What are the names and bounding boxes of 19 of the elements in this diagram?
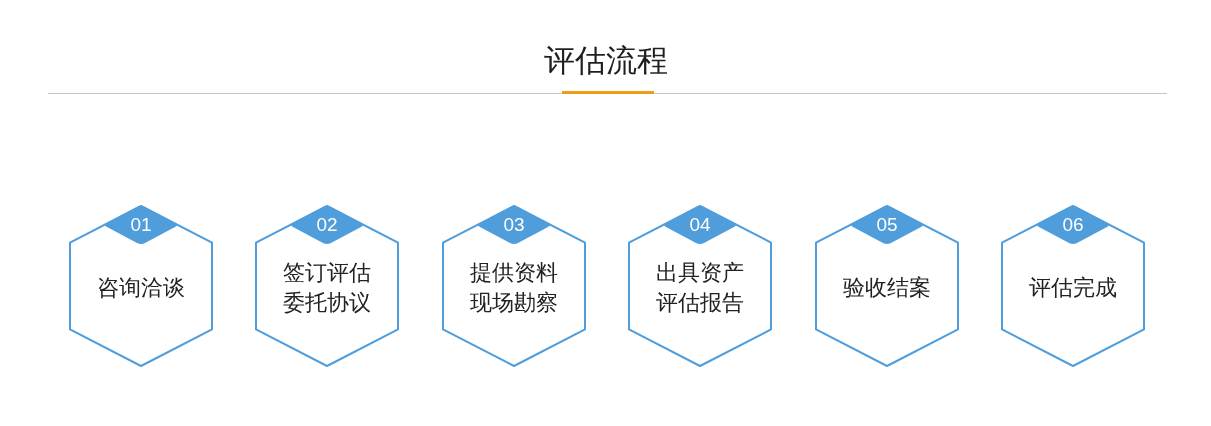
hexagon-step <box>442 205 586 367</box>
step-label: 咨询洽谈 <box>97 274 185 302</box>
step-label: 签订评估委托协议 <box>282 259 372 317</box>
step-number-badge: 02 <box>289 205 365 245</box>
diagram-title: 评估流程 <box>543 41 668 80</box>
hexagon-step <box>628 205 772 367</box>
step-number-badge: 03 <box>476 205 552 245</box>
step-number-badge: 01 <box>103 205 179 245</box>
step-label: 提供资料现场勘察 <box>469 259 559 317</box>
hexagon-step <box>1001 205 1145 367</box>
step-number-badge: 06 <box>1035 205 1111 245</box>
step-number-badge: 04 <box>662 205 738 245</box>
step-label: 评估完成 <box>1029 274 1117 302</box>
step-label: 验收结案 <box>843 274 931 302</box>
step-label: 出具资产评估报告 <box>655 259 745 317</box>
hexagon-step <box>69 205 213 367</box>
hexagon-step <box>255 205 399 367</box>
hexagon-step <box>815 205 959 367</box>
step-number-badge: 05 <box>849 205 925 245</box>
